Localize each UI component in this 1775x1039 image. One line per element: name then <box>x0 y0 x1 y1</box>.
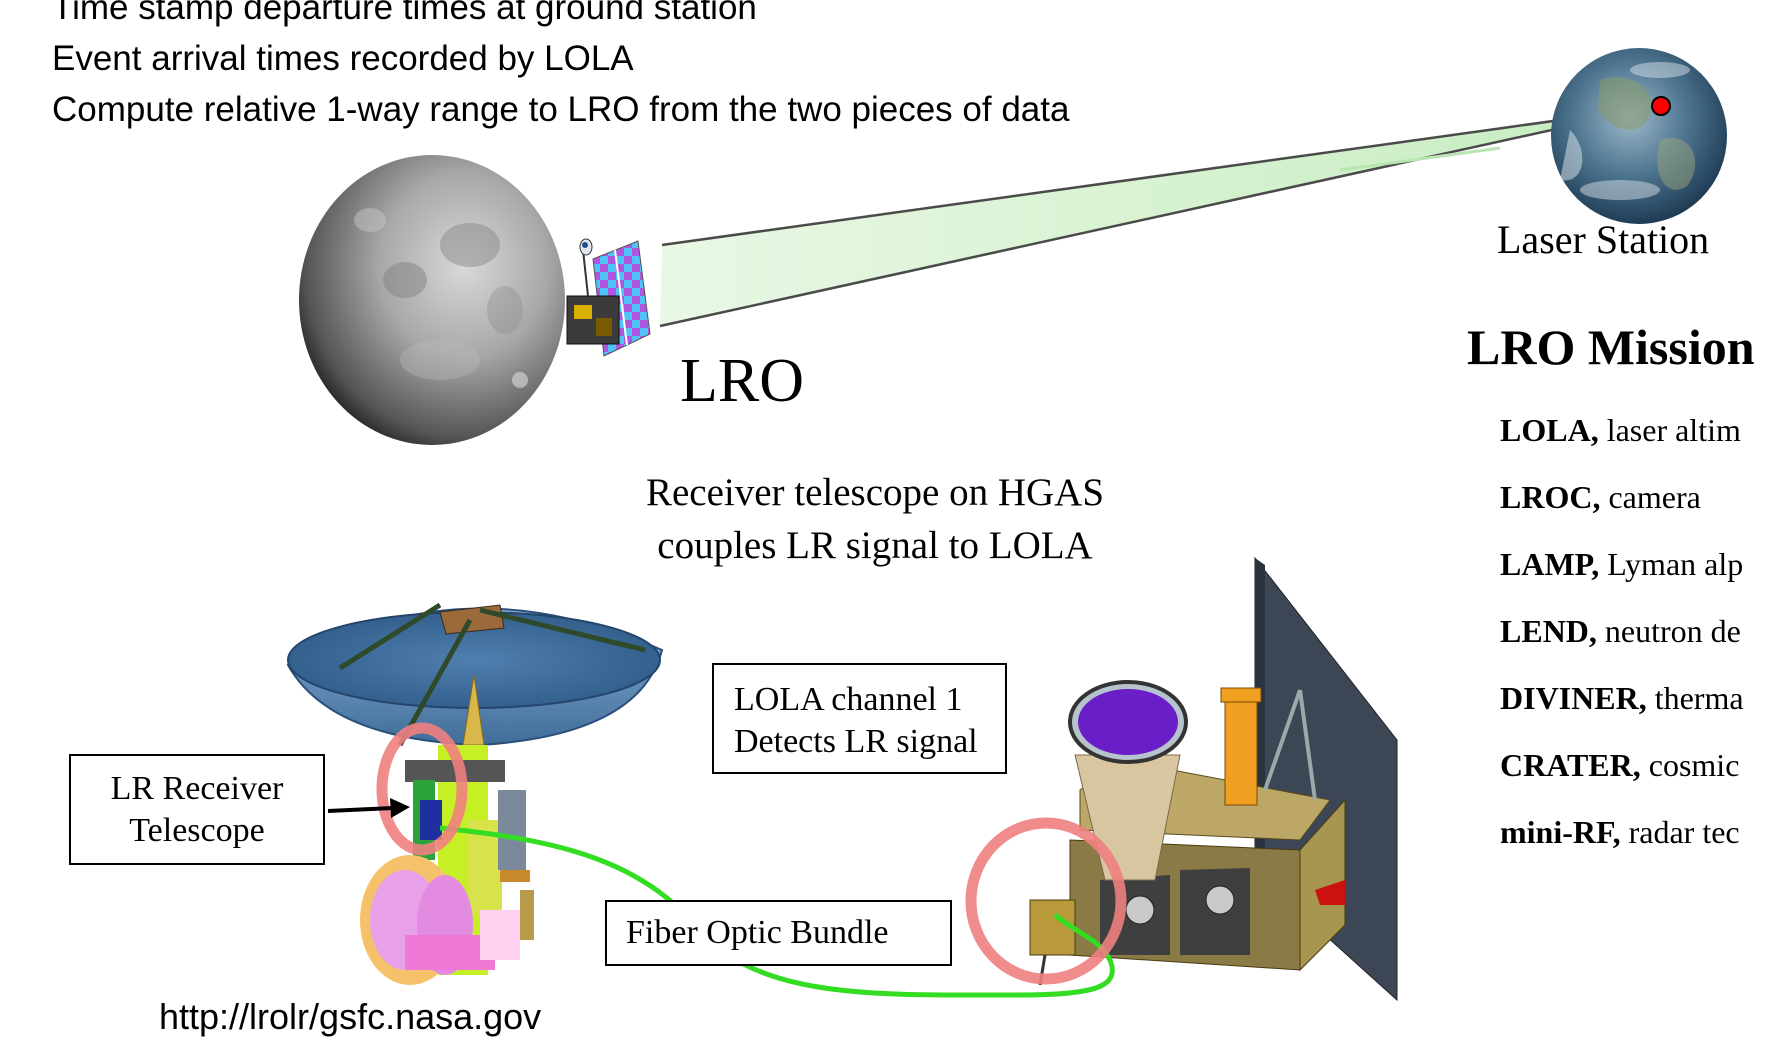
highlight-ring-lola <box>965 817 1127 985</box>
instrument-name: DIVINER, <box>1500 680 1647 716</box>
beam-edge-bottom <box>659 104 1662 328</box>
fiber-optic-bundle-label: Fiber Optic Bundle <box>626 914 889 951</box>
instrument-name: mini-RF, <box>1500 814 1621 850</box>
top-text-line-2: Event arrival times recorded by LOLA <box>52 39 634 78</box>
top-text-block: Time stamp departure times at ground sta… <box>52 0 1069 135</box>
lola-instrument-image <box>1029 556 1398 1002</box>
instrument-name: LEND, <box>1500 613 1597 649</box>
instrument-item: DIVINER, therma <box>1500 680 1744 717</box>
top-text-line-1: Time stamp departure times at ground sta… <box>52 0 757 27</box>
lr-receiver-telescope-box: LR Receiver Telescope <box>69 754 325 865</box>
mission-title: LRO Mission <box>1467 319 1755 375</box>
instrument-item: CRATER, cosmic <box>1500 747 1739 784</box>
receiver-caption-line-2: couples LR signal to LOLA <box>657 524 1093 567</box>
lro-spacecraft-image <box>566 238 651 357</box>
instrument-name: LROC, <box>1500 479 1601 515</box>
hgas-antenna-image <box>286 602 664 985</box>
receiver-caption-line-1: Receiver telescope on HGAS <box>645 471 1105 514</box>
instrument-name: LOLA, <box>1500 412 1599 448</box>
instrument-item: LROC, camera <box>1500 479 1701 516</box>
lro-label: LRO <box>680 347 804 415</box>
highlight-ring-receiver <box>376 722 468 856</box>
instrument-desc: Lyman alp <box>1607 546 1744 582</box>
instrument-desc: camera <box>1608 479 1701 515</box>
receiver-caption: Receiver telescope on HGAS couples LR si… <box>560 466 1190 572</box>
lr-receiver-arrow <box>327 806 394 813</box>
instrument-desc: cosmic <box>1648 747 1740 783</box>
moon-image <box>299 155 565 445</box>
beam-direction-arrow <box>1339 146 1501 172</box>
instrument-name: CRATER, <box>1500 747 1641 783</box>
lr-receiver-arrowhead <box>390 798 410 818</box>
instrument-item: LOLA, laser altim <box>1500 412 1741 449</box>
lr-receiver-line-2: Telescope <box>129 812 265 849</box>
earth-image <box>1551 48 1727 224</box>
lr-receiver-line-1: LR Receiver <box>110 770 284 807</box>
instrument-desc: laser altim <box>1606 412 1741 448</box>
instrument-item: LEND, neutron de <box>1500 613 1741 650</box>
fiber-optic-bundle-box: Fiber Optic Bundle <box>605 900 952 966</box>
laser-station-marker <box>1651 96 1671 116</box>
instrument-desc: radar tec <box>1628 814 1740 850</box>
instrument-desc: therma <box>1654 680 1744 716</box>
instrument-name: LAMP, <box>1500 546 1600 582</box>
instrument-item: mini-RF, radar tec <box>1500 814 1740 851</box>
instrument-desc: neutron de <box>1604 613 1741 649</box>
fiber-optic-bundle <box>439 825 1115 998</box>
laser-station-label: Laser Station <box>1497 217 1710 262</box>
lola-channel-line-2: Detects LR signal <box>734 723 978 760</box>
source-url: http://lrolr/gsfc.nasa.gov <box>159 996 542 1037</box>
top-text-line-3: Compute relative 1-way range to LRO from… <box>52 90 1070 129</box>
beam-edge-top <box>661 104 1662 247</box>
instrument-item: LAMP, Lyman alp <box>1500 546 1743 583</box>
lola-channel-line-1: LOLA channel 1 <box>734 681 963 718</box>
lola-channel-box: LOLA channel 1 Detects LR signal <box>712 663 1007 774</box>
